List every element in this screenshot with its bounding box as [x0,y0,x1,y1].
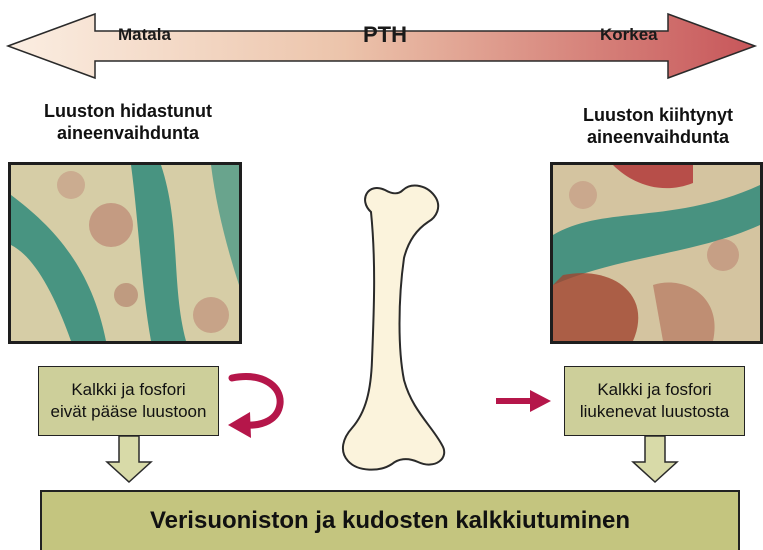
left-down-arrow-icon [107,436,151,482]
pth-low-label: Matala [118,25,171,45]
left-heading-line2: aineenvaihdunta [8,122,248,144]
left-micrograph-image [11,165,239,341]
right-heading-line1: Luuston kiihtynyt [553,104,763,126]
calcification-banner: Verisuoniston ja kudosten kalkkiutuminen [40,490,740,550]
right-effect-box: Kalkki ja fosfori liukenevat luustosta [564,366,745,436]
curved-arrow-head-icon [228,412,251,438]
pth-title-label: PTH [363,22,407,48]
curved-return-arrow-icon [232,377,280,426]
left-effect-box: Kalkki ja fosfori eivät pääse luustoon [38,366,219,436]
right-heading: Luuston kiihtynyt aineenvaihdunta [553,104,763,148]
left-box-line1: Kalkki ja fosfori [39,379,218,401]
right-micrograph [550,162,763,344]
pth-high-label: Korkea [600,25,658,45]
right-micrograph-image [553,165,760,341]
left-box-line2: eivät pääse luustoon [39,401,218,423]
left-micrograph [8,162,242,344]
banner-text: Verisuoniston ja kudosten kalkkiutuminen [150,507,630,535]
left-heading: Luuston hidastunut aineenvaihdunta [8,100,248,144]
right-heading-line2: aineenvaihdunta [553,126,763,148]
straight-arrow-head-icon [530,390,551,412]
bone-illustration [343,186,444,470]
left-heading-line1: Luuston hidastunut [8,100,248,122]
right-down-arrow-icon [633,436,677,482]
right-box-line2: liukenevat luustosta [565,401,744,423]
right-box-line1: Kalkki ja fosfori [565,379,744,401]
